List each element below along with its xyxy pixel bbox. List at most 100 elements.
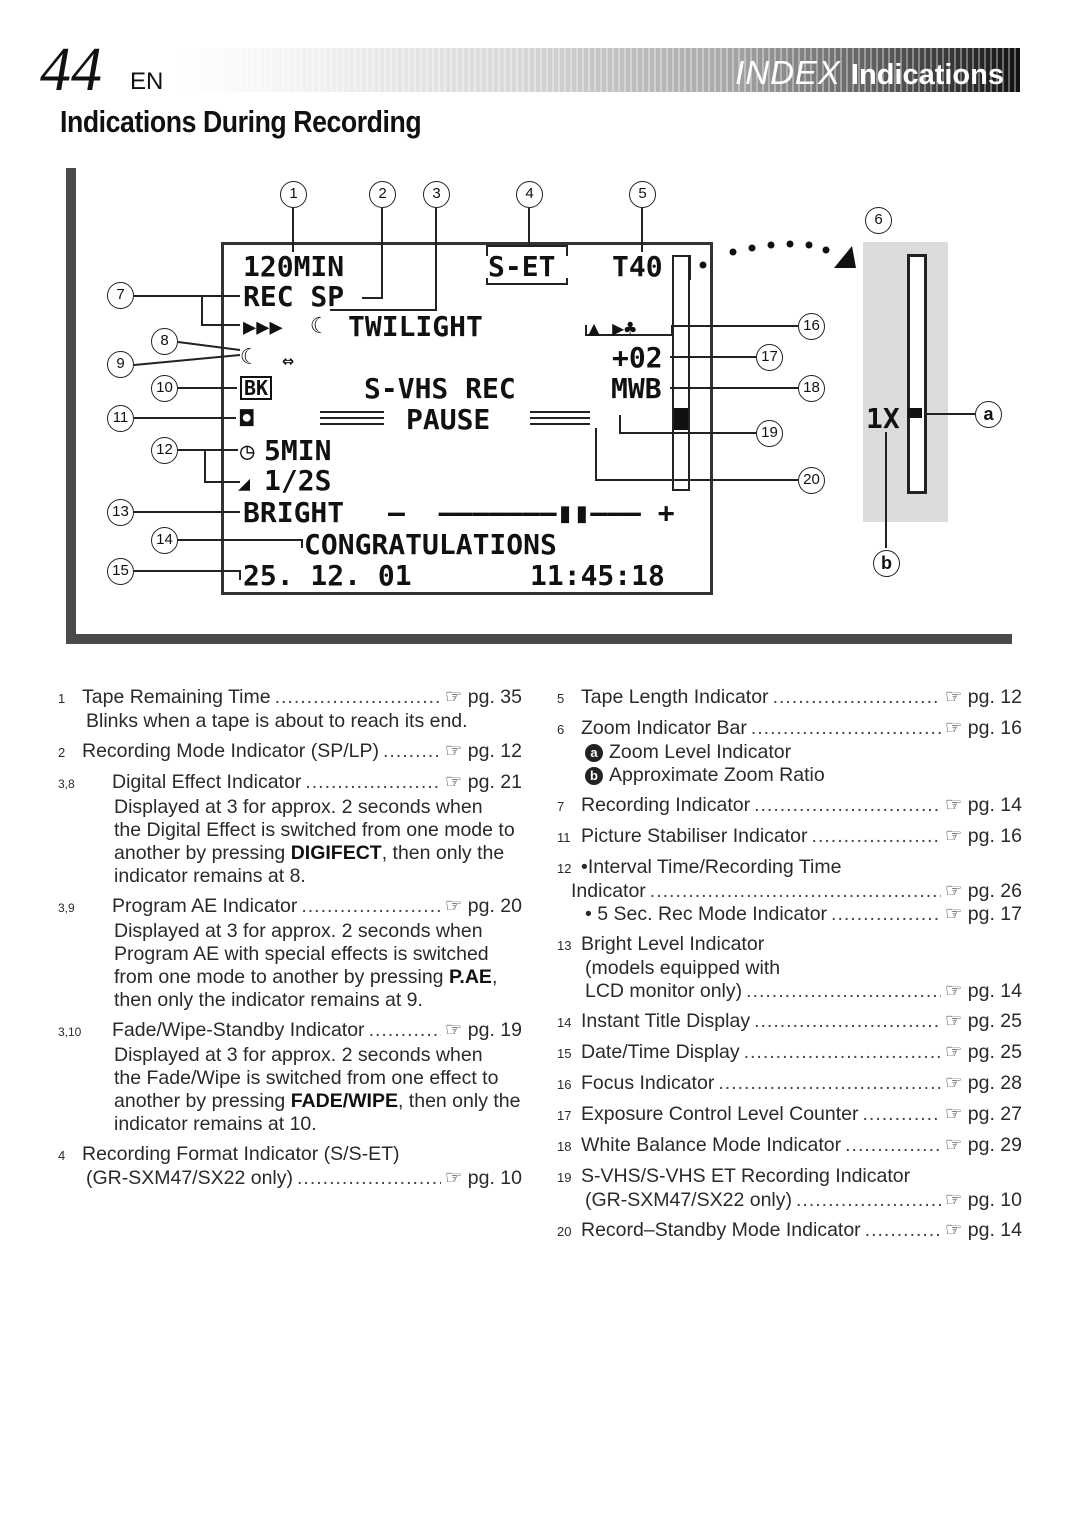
page-ref: ☞ pg. 25 (944, 1010, 1022, 1032)
osd-tape-length: T40 (612, 250, 663, 283)
leader-dots (301, 895, 441, 918)
entry-note: Program AE with special effects is switc… (114, 943, 489, 965)
legend-entry-3-9: 3,9 Program AE Indicator ☞ pg. 20 Displa… (58, 895, 522, 1012)
callout-18: 18 (798, 375, 825, 402)
osd-rec-time: 1/2S (264, 464, 332, 497)
osd-zoom-ratio: 1X (866, 402, 900, 435)
entry-label: Record–Standby Mode Indicator (581, 1219, 861, 1241)
callout-16: 16 (798, 313, 825, 340)
entry-number: 16 (557, 1077, 572, 1092)
entry-note: the Digital Effect is switched from one … (114, 819, 515, 841)
osd-wb: MWB (611, 372, 662, 405)
entry-number: 20 (557, 1224, 572, 1239)
entry-note: Indicator (571, 880, 646, 902)
entry-number: 13 (557, 938, 572, 953)
legend-entry-16: 16 Focus Indicator ☞ pg. 28 (557, 1072, 1022, 1096)
entry-label: Fade/Wipe-Standby Indicator (112, 1019, 365, 1041)
entry-note: LCD monitor only) (585, 980, 743, 1002)
entry-label: Program AE Indicator (112, 895, 298, 917)
callout-a: a (975, 401, 1002, 428)
viewfinder-diagram: 120MIN S-ET T40 REC SP ▶▶▶ ☾ TWILIGHT ▲ … (0, 160, 1080, 660)
callout-6: 6 (865, 207, 892, 234)
entry-note: indicator remains at 8. (114, 865, 306, 887)
leader-dots (754, 1010, 941, 1033)
entry-number: 3,9 (58, 901, 75, 915)
entry-number: 7 (557, 799, 565, 814)
entry-number: 12 (557, 861, 572, 876)
legend-entry-15: 15 Date/Time Display ☞ pg. 25 (557, 1041, 1022, 1065)
entry-number: 1 (58, 691, 66, 706)
leader-dots (650, 880, 941, 903)
legend-entry-3-10: 3,10 Fade/Wipe-Standby Indicator ☞ pg. 1… (58, 1019, 522, 1136)
page-ref: ☞ pg. 19 (444, 1019, 522, 1041)
entry-number: 18 (557, 1139, 572, 1154)
callout-8: 8 (151, 328, 178, 355)
entry-label: Recording Format Indicator (S/S-ET) (82, 1143, 400, 1165)
callout-12: 12 (151, 437, 178, 464)
interval-timer-icon: ◷ (240, 437, 255, 465)
entry-label: S-VHS/S-VHS ET Recording Indicator (581, 1165, 911, 1187)
entry-number: 19 (557, 1170, 572, 1185)
osd-time: 11:45:18 (530, 559, 665, 592)
osd-interval: 5MIN (264, 434, 332, 467)
entry-label: Exposure Control Level Counter (581, 1103, 859, 1125)
frame-left (66, 168, 76, 638)
entry-number: 17 (557, 1108, 572, 1123)
entry-label: Zoom Indicator Bar (581, 717, 747, 739)
page-ref: ☞ pg. 14 (944, 1219, 1022, 1241)
page-ref: ☞ pg. 20 (444, 895, 522, 917)
osd-bright: BRIGHT (243, 496, 345, 529)
entry-note: (GR-SXM47/SX22 only) (585, 1189, 792, 1211)
legend-entry-1: 1 Tape Remaining Time ☞ pg. 35 Blinks wh… (58, 686, 522, 733)
entry-number: 11 (557, 830, 571, 845)
leader-dots (305, 771, 441, 794)
entry-label: Recording Mode Indicator (SP/LP) (82, 740, 379, 762)
digital-effect-icon: ⇔ (282, 348, 295, 372)
legend-entry-2: 2 Recording Mode Indicator (SP/LP) ☞ pg.… (58, 740, 522, 764)
entry-note: (GR-SXM47/SX22 only) (86, 1167, 293, 1189)
page-ref: ☞ pg. 17 (944, 903, 1022, 925)
legend-entry-4: 4 Recording Format Indicator (S/S-ET) (G… (58, 1143, 522, 1190)
entry-label: Bright Level Indicator (581, 933, 765, 955)
entry-note: Blinks when a tape is about to reach its… (86, 710, 468, 732)
callout-9: 9 (107, 351, 134, 378)
entry-note: indicator remains at 10. (114, 1113, 317, 1135)
leader-dots (718, 1072, 941, 1095)
entry-number: 5 (557, 691, 565, 706)
legend-entry-3-8: 3,8 Digital Effect Indicator ☞ pg. 21 Di… (58, 771, 522, 888)
entry-label: Recording Indicator (581, 794, 751, 816)
page-ref: ☞ pg. 16 (944, 825, 1022, 847)
legend-entry-12: 12 •Interval Time/Recording Time Indicat… (557, 856, 1022, 926)
osd-rec-mode: REC SP (243, 280, 345, 313)
entry-note: Displayed at 3 for approx. 2 seconds whe… (114, 796, 483, 818)
leader-dots (796, 1189, 941, 1212)
entry-note: the Fade/Wipe is switched from one effec… (114, 1067, 499, 1089)
frame-bottom (66, 634, 1012, 644)
leader-dots (812, 825, 941, 848)
legend-entry-20: 20 Record–Standby Mode Indicator ☞ pg. 1… (557, 1219, 1022, 1243)
legend-left: 1 Tape Remaining Time ☞ pg. 35 Blinks wh… (58, 686, 522, 1197)
osd-tape-remaining: 120MIN (243, 250, 345, 283)
rec-time-icon: ◢ (238, 471, 251, 495)
legend-right: 5 Tape Length Indicator ☞ pg. 12 6 Zoom … (557, 686, 1022, 1250)
focus-icon: ▲ ▶♣ (588, 316, 637, 340)
callout-b: b (873, 550, 900, 577)
entry-label: Focus Indicator (581, 1072, 715, 1094)
page-ref: ☞ pg. 25 (944, 1041, 1022, 1063)
entry-number: 14 (557, 1015, 572, 1030)
callout-11: 11 (107, 405, 134, 432)
callout-19: 19 (756, 420, 783, 447)
stabiliser-icon: ◘ (240, 407, 254, 432)
legend-entry-18: 18 White Balance Mode Indicator ☞ pg. 29 (557, 1134, 1022, 1158)
callout-15: 15 (107, 558, 134, 585)
entry-label: •Interval Time/Recording Time (581, 856, 842, 878)
page-ref: ☞ pg. 28 (944, 1072, 1022, 1094)
osd-exposure: +02 (612, 341, 663, 374)
section-title: Indications During Recording (60, 104, 422, 139)
leader-dots (275, 686, 441, 709)
